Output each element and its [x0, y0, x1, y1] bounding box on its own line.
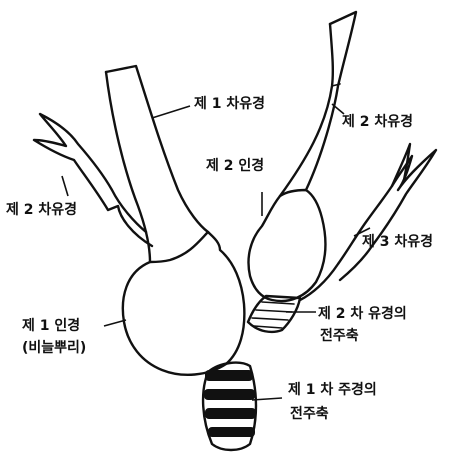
- leader-left-tiller: [62, 176, 68, 196]
- primary-axis-band-4: [208, 427, 255, 437]
- label-secondary-internode: 제 2 인경: [206, 157, 264, 174]
- label-first-internode-line1: 제 1 인경: [22, 317, 80, 334]
- secondary-axis-band-3: [252, 318, 288, 320]
- label-secondary-axis-line1: 제 2 차 유경의: [318, 305, 407, 322]
- tertiary-tiller-outline: [300, 150, 436, 300]
- label-secondary-axis-line2: 전주축: [320, 327, 359, 344]
- label-secondary-tiller-right: 제 2 차유경: [342, 113, 413, 130]
- right-tiller-left-edge: [280, 24, 333, 196]
- label-first-internode-line2: (비늘뿌리): [22, 340, 86, 356]
- primary-tiller-left-edge: [106, 72, 150, 262]
- leader-primary-tiller: [152, 106, 190, 118]
- primary-axis-band-2: [204, 389, 255, 400]
- secondary-axis-band-1: [262, 302, 294, 304]
- primary-axis-band-1: [205, 370, 253, 381]
- label-primary-tiller: 제 1 차유경: [194, 95, 265, 112]
- secondary-bulb-outline: [249, 190, 326, 301]
- primary-axis-band-3: [205, 408, 256, 419]
- primary-bulb-outline: [123, 232, 245, 375]
- label-primary-axis-line2: 전주축: [290, 405, 329, 422]
- left-tiller-outline: [34, 114, 152, 246]
- label-primary-axis-line1: 제 1 차 주경의: [288, 381, 377, 398]
- secondary-axis-band-4: [254, 326, 282, 328]
- label-tertiary-tiller: 제 3 차유경: [362, 233, 433, 250]
- leader-first-internode: [104, 320, 126, 326]
- label-secondary-tiller-left: 제 2 차유경: [6, 201, 77, 218]
